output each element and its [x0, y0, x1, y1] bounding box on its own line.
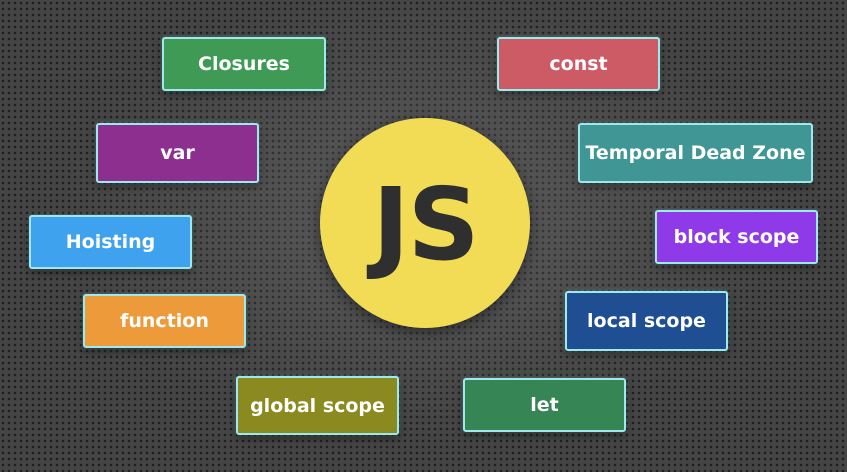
tag-global-scope-label: global scope: [250, 394, 385, 417]
tag-const-label: const: [549, 53, 608, 75]
tag-closures: Closures: [162, 37, 326, 91]
tag-closures-label: Closures: [198, 53, 290, 75]
tag-function-label: function: [120, 310, 209, 332]
tag-hoisting-label: Hoisting: [65, 231, 156, 253]
tag-local-scope: local scope: [565, 291, 728, 351]
tag-let: let: [463, 378, 626, 432]
tag-const: const: [497, 37, 660, 91]
js-logo: JS: [320, 118, 530, 328]
tag-var: var: [96, 123, 259, 183]
tag-temporal-dead-zone: Temporal Dead Zone: [578, 123, 813, 183]
tag-local-scope-label: local scope: [587, 310, 706, 332]
tag-global-scope: global scope: [236, 376, 399, 435]
tag-let-label: let: [530, 394, 559, 416]
tag-temporal-dead-zone-label: Temporal Dead Zone: [585, 142, 806, 164]
tag-function: function: [83, 294, 246, 348]
tag-block-scope-label: block scope: [673, 226, 800, 248]
js-logo-text: JS: [372, 166, 479, 283]
tag-var-label: var: [160, 142, 195, 164]
tag-block-scope: block scope: [655, 210, 818, 264]
tag-hoisting: Hoisting: [29, 215, 192, 269]
